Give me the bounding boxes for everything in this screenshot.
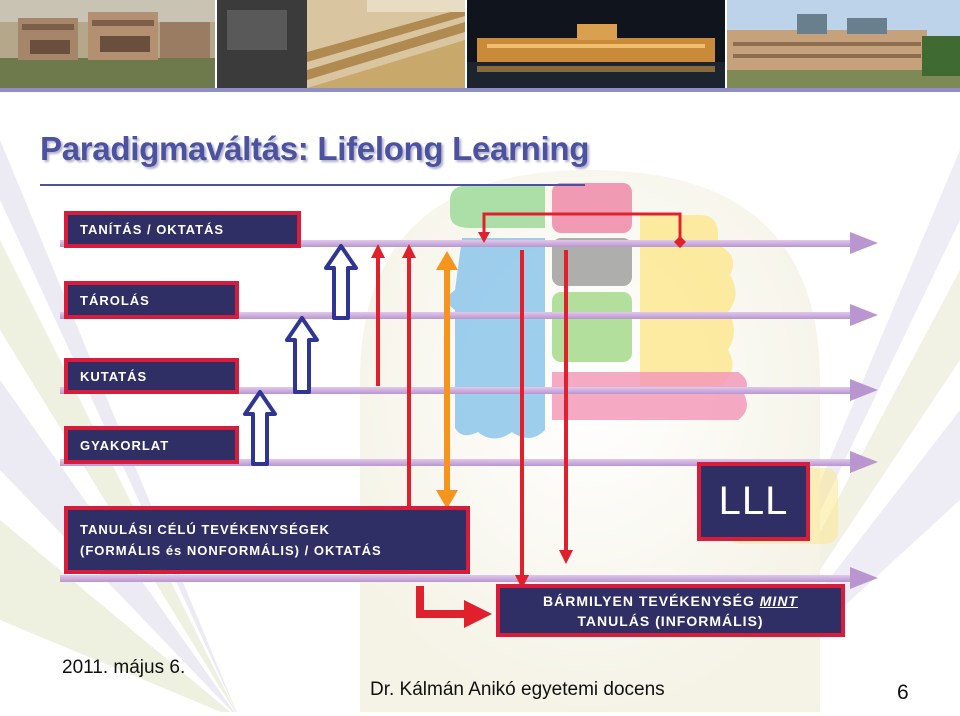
red-up-arrow-1-shaft bbox=[376, 258, 380, 386]
red-up-arrows bbox=[371, 244, 416, 508]
footer-date: 2011. május 6. bbox=[62, 657, 185, 679]
box-tarolas: TÁROLÁS bbox=[64, 281, 239, 319]
red-down-arrow-2-shaft bbox=[564, 250, 568, 550]
blue-up-arrows bbox=[245, 246, 356, 464]
red-l-arrow-shaft bbox=[420, 586, 468, 614]
orange-double-arrow bbox=[436, 251, 458, 509]
red-down-arrows bbox=[515, 250, 573, 589]
box-tanitas-label: TANÍTÁS / OKTATÁS bbox=[80, 222, 224, 237]
informalis-line1: BÁRMILYEN TEVÉKENYSÉG MINT bbox=[543, 591, 798, 611]
footer-author: Dr. Kálmán Anikó egyetemi docens bbox=[370, 679, 665, 701]
red-down-arrow-2-icon bbox=[559, 550, 573, 564]
orange-arrow-up-icon bbox=[436, 251, 458, 270]
red-down-arrow-1-shaft bbox=[520, 250, 524, 575]
orange-arrow-shaft bbox=[444, 268, 450, 494]
informalis-mint: MINT bbox=[760, 593, 798, 609]
blue-up-arrow-3-icon bbox=[245, 392, 275, 464]
box-gyakorlat: GYAKORLAT bbox=[64, 426, 239, 464]
lll-label: LLL bbox=[719, 479, 789, 524]
box-tarolas-label: TÁROLÁS bbox=[80, 293, 150, 308]
box-tanitas: TANÍTÁS / OKTATÁS bbox=[64, 211, 301, 248]
box-kutatas-label: KUTATÁS bbox=[80, 369, 147, 384]
blue-up-arrow-1-icon bbox=[326, 246, 356, 318]
bracket-line bbox=[484, 214, 680, 240]
informalis-line2: TANULÁS (INFORMÁLIS) bbox=[577, 611, 763, 631]
informalis-line1-prefix: BÁRMILYEN TEVÉKENYSÉG bbox=[543, 593, 760, 609]
red-l-arrow bbox=[420, 586, 492, 628]
box-tanulasi: TANULÁSI CÉLÚ TEVÉKENYSÉGEK (FORMÁLIS és… bbox=[64, 506, 470, 574]
line-tanitas-arrowhead bbox=[850, 232, 878, 254]
box-kutatas: KUTATÁS bbox=[64, 358, 239, 394]
box-gyakorlat-label: GYAKORLAT bbox=[80, 438, 169, 453]
box-tanulasi-line2: (FORMÁLIS és NONFORMÁLIS) / OKTATÁS bbox=[80, 540, 382, 561]
line-kutatas-arrowhead bbox=[850, 379, 878, 401]
line-tarolas-arrowhead bbox=[850, 304, 878, 326]
line-gyakorlat-arrowhead bbox=[850, 451, 878, 473]
blue-up-arrow-2-icon bbox=[287, 318, 317, 392]
line-tanulasi bbox=[60, 575, 850, 582]
red-bracket-connector bbox=[484, 214, 680, 240]
box-informalis: BÁRMILYEN TEVÉKENYSÉG MINT TANULÁS (INFO… bbox=[496, 584, 845, 637]
box-lll: LLL bbox=[697, 462, 810, 541]
red-l-arrow-icon bbox=[464, 600, 492, 628]
page-number: 6 bbox=[897, 681, 909, 705]
red-up-arrow-2-shaft bbox=[407, 258, 411, 508]
box-tanulasi-line1: TANULÁSI CÉLÚ TEVÉKENYSÉGEK bbox=[80, 519, 330, 540]
line-tanulasi-arrowhead bbox=[850, 567, 878, 589]
